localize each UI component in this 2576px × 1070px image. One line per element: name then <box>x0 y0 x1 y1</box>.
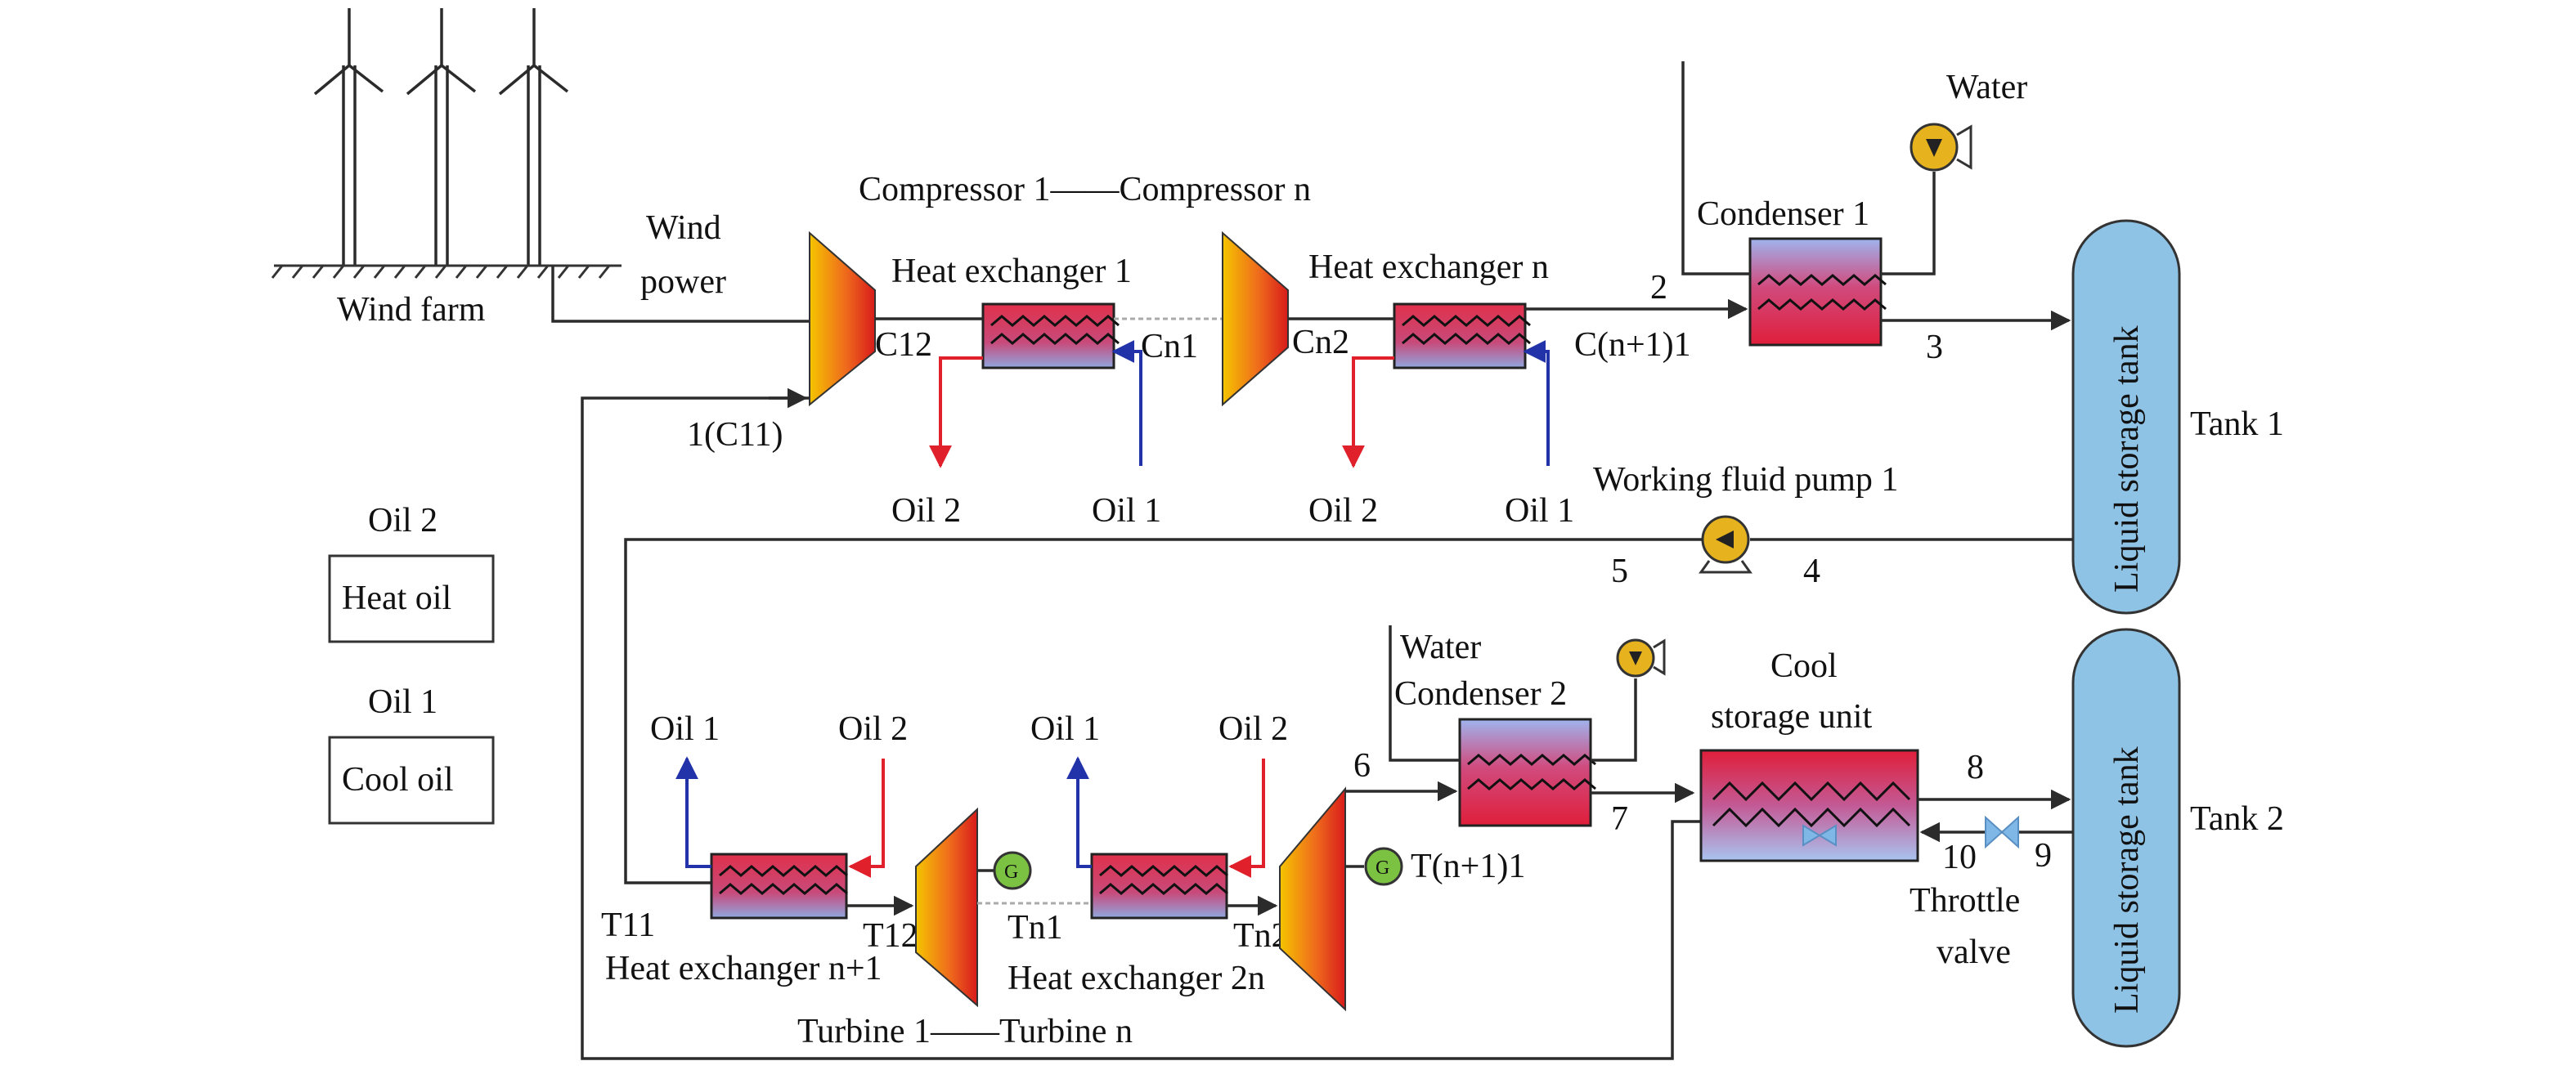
legend-oil-1-label: Oil 1 <box>368 683 438 721</box>
wind-power-line <box>551 266 818 323</box>
condenser-1-label: Condenser 1 <box>1697 195 1869 233</box>
oil-1-out-line-d <box>1066 756 1092 868</box>
throttle-label-1: Throttle <box>1910 882 2020 920</box>
water-label-top: Water <box>1946 69 2027 106</box>
water-label-bottom: Water <box>1400 629 1481 666</box>
condenser-2-water-out <box>1389 625 1460 762</box>
heat-exchanger-2n <box>1090 853 1228 920</box>
generator-n: G <box>1364 847 1403 886</box>
condenser-1 <box>1748 237 1887 347</box>
heat-exchanger-2n-label: Heat exchanger 2n <box>1008 960 1265 997</box>
condenser-1-water-in <box>1881 172 1936 275</box>
water-pump-1 <box>1910 123 1972 172</box>
working-fluid-pump-1 <box>1699 515 1752 574</box>
oil-1-in-line-b <box>1523 340 1550 466</box>
heat-exchanger-n-label: Heat exchanger n <box>1308 248 1549 286</box>
water-pump-2 <box>1616 638 1666 678</box>
condenser-2 <box>1458 718 1596 827</box>
oil-2-out-line-a <box>929 356 983 468</box>
oil-2-in-line-d <box>1228 759 1265 878</box>
oil-1-label-a: Oil 1 <box>1092 492 1161 530</box>
working-fluid-pump-label: Working fluid pump 1 <box>1593 461 1898 499</box>
point-8-label: 8 <box>1967 749 1984 786</box>
flow-5 <box>624 538 1703 884</box>
wind-turbine <box>498 8 569 266</box>
oil-2-label-d: Oil 2 <box>1218 710 1288 748</box>
tank-1-label: Tank 1 <box>2190 405 2284 443</box>
generator-n-label: G <box>1376 857 1389 879</box>
point-cn2-label: Cn2 <box>1292 324 1349 361</box>
cool-storage-label-1: Cool <box>1770 647 1838 685</box>
point-c12-label: C12 <box>875 326 932 364</box>
point-4-label: 4 <box>1803 553 1820 590</box>
return-line <box>581 396 1701 1060</box>
throttle-label-2: valve <box>1936 933 2011 971</box>
heat-exchanger-n <box>1393 302 1531 369</box>
tank-1-inner-label: Liquid storage tank <box>2108 325 2146 593</box>
legend-cool-oil-label: Cool oil <box>342 761 454 799</box>
point-7-label: 7 <box>1611 800 1628 838</box>
condenser-1-water-out <box>1681 61 1750 275</box>
liquid-storage-tank-2: Liquid storage tank <box>2071 628 2181 1048</box>
heat-exchanger-1 <box>981 302 1120 369</box>
turbine-series-label: Turbine 1——Turbine n <box>797 1013 1133 1050</box>
point-9-label: 9 <box>2035 837 2052 875</box>
cool-storage-label-2: storage unit <box>1711 698 1872 736</box>
wind-turbine <box>406 8 477 266</box>
legend-cool-oil-box <box>328 736 495 825</box>
point-1-label: 1(C11) <box>687 416 783 454</box>
legend-oil-2-label: Oil 2 <box>368 502 438 539</box>
oil-1-label-c: Oil 1 <box>650 710 720 748</box>
wind-power-label-1: Wind <box>646 209 721 247</box>
heat-exchanger-n-plus-1 <box>710 853 848 920</box>
heat-exchanger-1-label: Heat exchanger 1 <box>891 253 1132 290</box>
oil-1-label-b: Oil 1 <box>1505 492 1574 530</box>
tank-2-label: Tank 2 <box>2190 800 2284 838</box>
point-cn1-label: Cn1 <box>1141 328 1198 365</box>
point-5-label: 5 <box>1611 553 1628 590</box>
compressor-1 <box>809 231 876 407</box>
turbine-1 <box>915 807 978 1008</box>
oil-1-out-line-c <box>675 756 711 868</box>
liquid-storage-tank-1: Liquid storage tank <box>2071 219 2181 615</box>
condenser-2-water-in <box>1591 678 1637 762</box>
compressor-n <box>1222 231 1289 407</box>
wind-farm <box>271 8 622 279</box>
point-cn1-1-label: C(n+1)1 <box>1574 326 1691 364</box>
point-tn1-1-label: T(n+1)1 <box>1411 848 1525 885</box>
throttle-valve <box>1985 815 2019 849</box>
oil-2-in-line-c <box>848 759 885 878</box>
oil-2-out-line-b <box>1342 356 1394 468</box>
wind-farm-label: Wind farm <box>337 291 486 329</box>
legend-heat-oil-label: Heat oil <box>342 580 451 617</box>
condenser-2-label: Condenser 2 <box>1394 675 1567 713</box>
oil-2-label-b: Oil 2 <box>1308 492 1378 530</box>
point-2-label: 2 <box>1650 269 1667 307</box>
wind-power-label-2: power <box>640 263 726 301</box>
oil-2-label-c: Oil 2 <box>838 710 908 748</box>
point-tn1-label: Tn1 <box>1008 909 1063 947</box>
point-3-label: 3 <box>1926 329 1943 366</box>
point-t11-label: T11 <box>601 907 655 944</box>
cool-storage-unit <box>1699 749 1919 862</box>
tank-2-inner-label: Liquid storage tank <box>2108 746 2146 1014</box>
oil-1-in-line-a <box>1111 340 1142 466</box>
turbine-n <box>1279 786 1346 1012</box>
point-10-label: 10 <box>1942 839 1977 876</box>
point-6-label: 6 <box>1353 747 1371 785</box>
compressor-series-label: Compressor 1——Compressor n <box>859 171 1311 208</box>
oil-2-label-a: Oil 2 <box>891 492 961 530</box>
generator-1-label: G <box>1004 862 1018 883</box>
legend-heat-oil-box <box>328 554 495 643</box>
point-t12-label: T12 <box>863 917 918 955</box>
wind-turbine <box>313 8 384 266</box>
heat-exchanger-n-plus-1-label: Heat exchanger n+1 <box>605 950 882 987</box>
generator-1: G <box>993 851 1032 890</box>
oil-1-label-d: Oil 1 <box>1030 710 1100 748</box>
